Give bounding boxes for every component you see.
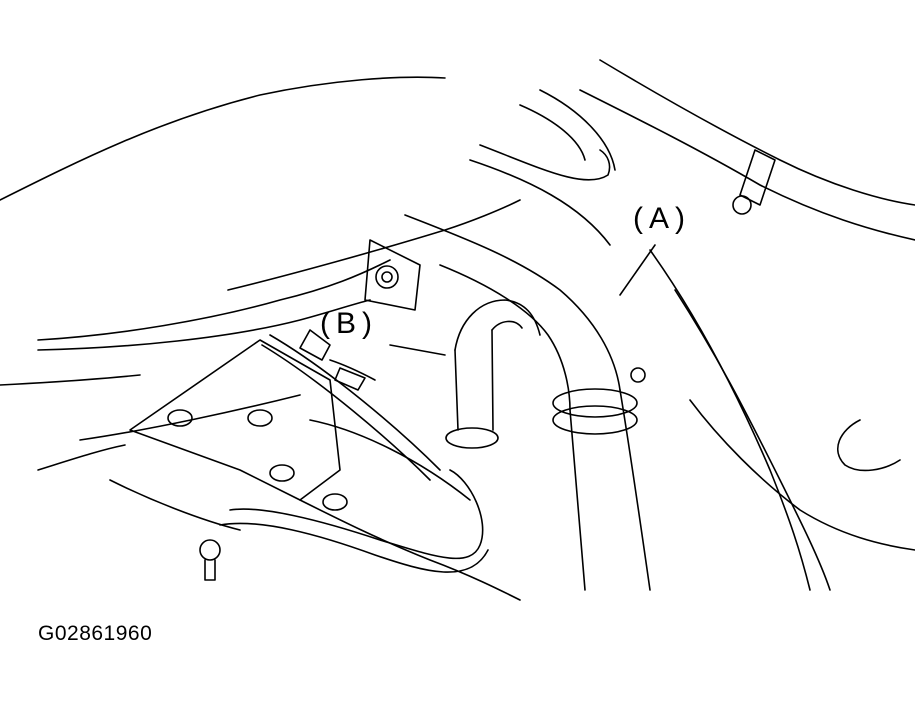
body-panel-outline [579, 89, 915, 241]
bracket-hole [167, 409, 193, 427]
body-panel-outline [227, 199, 521, 291]
pipe-line [219, 522, 489, 573]
hose-a [439, 264, 571, 411]
callout-a-leader [619, 244, 656, 296]
bracket-plate [129, 339, 341, 501]
figure-id: G02861960 [38, 622, 153, 645]
hose-b-connector [329, 359, 376, 381]
bolt-icon [199, 539, 221, 561]
callout-b-leader [389, 344, 446, 356]
body-panel-outline [0, 76, 446, 201]
bracket-plate [109, 479, 241, 531]
bolt-icon [375, 265, 399, 289]
mount-bracket [364, 239, 421, 311]
cable-tie [739, 149, 776, 206]
pipe-line [261, 344, 431, 481]
hose-a [469, 159, 611, 246]
body-panel-outline [37, 444, 126, 471]
hose-b-connector [334, 367, 366, 391]
bracket-hole [247, 409, 273, 427]
small-hose [454, 299, 541, 351]
hose-a-clamp [552, 388, 638, 418]
hose-a [539, 89, 616, 171]
hose-a [519, 104, 586, 161]
bracket-plate [299, 499, 521, 601]
body-panel-outline [79, 394, 301, 441]
body-panel-outline [674, 289, 831, 591]
hose-b-connector [299, 329, 331, 361]
hose-a [619, 389, 651, 591]
hose-a-clamp [552, 405, 638, 435]
callout-b-label: (B) [320, 307, 378, 340]
body-panel-outline [0, 374, 141, 386]
small-hose [491, 329, 494, 431]
hose-a [569, 409, 586, 591]
bolt-icon [381, 271, 393, 283]
clamp-screw-icon [630, 367, 646, 383]
bracket-hole [322, 493, 348, 511]
callout-a-label: (A) [633, 202, 691, 235]
bracket-plate [309, 419, 471, 501]
small-hose [454, 349, 459, 431]
bracket-hole [269, 464, 295, 482]
hose-a [404, 214, 621, 391]
body-panel-outline [689, 399, 915, 551]
body-panel-outline [37, 259, 391, 341]
pipe-line [269, 334, 441, 471]
small-hose-clamp [445, 427, 499, 449]
body-panel-outline [37, 299, 371, 351]
small-hose [491, 320, 523, 331]
clip-icon [732, 195, 752, 215]
body-panel-outline [599, 59, 915, 206]
pipe-line [229, 469, 484, 560]
body-panel-outline [836, 419, 901, 472]
bolt-icon [204, 559, 216, 581]
hose-a [479, 144, 611, 181]
body-panel-outline [649, 249, 811, 591]
